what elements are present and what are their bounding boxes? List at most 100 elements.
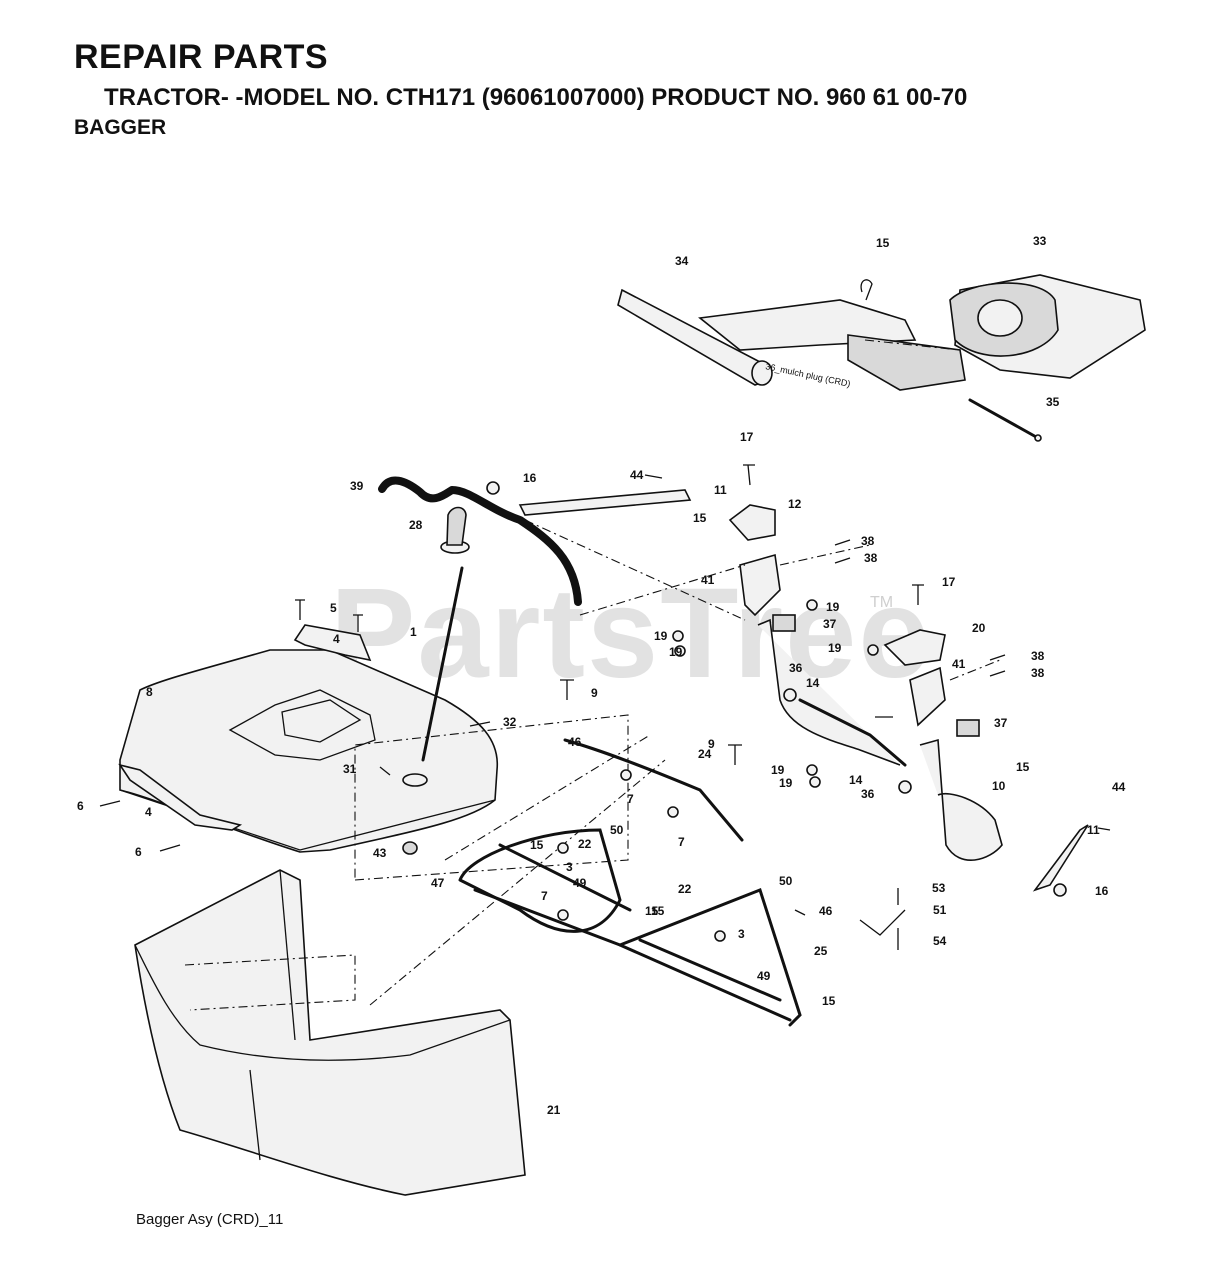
callout-7: 7 (541, 889, 548, 903)
callout-9: 9 (591, 686, 598, 700)
model-subtitle: TRACTOR- -MODEL NO. CTH171 (96061007000)… (104, 84, 968, 111)
callout-7: 7 (678, 835, 685, 849)
callout-24: 24 (698, 747, 712, 761)
callout-19: 19 (669, 645, 683, 659)
part-1-handle-rod (421, 566, 464, 762)
callout-20: 20 (972, 621, 986, 635)
watermark: PartsTree (330, 562, 932, 705)
part-21-bag (134, 869, 526, 1196)
callout-6: 6 (77, 799, 84, 813)
part-39-wire (378, 476, 582, 606)
callout-41: 41 (701, 573, 715, 587)
callout-39: 39 (350, 479, 364, 493)
callout-50: 50 (779, 874, 793, 888)
callout-15: 15 (651, 904, 665, 918)
part-37-block-a (772, 614, 796, 632)
callout-38: 38 (1031, 649, 1045, 663)
callout-1: 1 (410, 625, 417, 639)
callout-50: 50 (610, 823, 624, 837)
callout-36: 36 (789, 661, 803, 675)
callout-10: 10 (992, 779, 1006, 793)
part-12-bracket (728, 504, 776, 541)
callout-9: 9 (708, 737, 715, 751)
callout-19: 19 (779, 776, 793, 790)
alignment-lines (184, 339, 1001, 1011)
part-10-tube (798, 698, 907, 767)
callout-37: 37 (994, 716, 1008, 730)
callout-44: 44 (630, 468, 644, 482)
callout-7: 7 (627, 792, 634, 806)
callout-14: 14 (806, 676, 820, 690)
part-24-rod (563, 738, 744, 842)
part-41-bracket-b (909, 666, 946, 727)
callout-33: 33 (1033, 234, 1047, 248)
callout-16: 16 (523, 471, 537, 485)
callout-3: 3 (738, 927, 745, 941)
part-15-pin (860, 279, 873, 301)
callout-15: 15 (1016, 760, 1030, 774)
callout-53: 53 (932, 881, 946, 895)
callout-14: 14 (849, 773, 863, 787)
callout-34: 34 (675, 254, 689, 268)
callout-15: 15 (645, 904, 659, 918)
callout-11: 11 (714, 483, 727, 497)
callout-49: 49 (757, 969, 771, 983)
callout-22: 22 (578, 837, 592, 851)
callout-21: 21 (547, 1103, 561, 1117)
callout-46: 46 (819, 904, 833, 918)
part-41-bracket-a (739, 553, 781, 617)
callout-38: 38 (1031, 666, 1045, 680)
callout-4: 4 (333, 632, 340, 646)
callout-51: 51 (933, 903, 947, 917)
callout-6: 6 (135, 845, 142, 859)
callout-36: 36 (861, 787, 875, 801)
frame-assembly (458, 738, 802, 1027)
callout-22: 22 (678, 882, 692, 896)
callout-5: 5 (330, 601, 337, 615)
callout-49: 49 (573, 876, 587, 890)
callout-19: 19 (826, 600, 840, 614)
callout-8: 8 (146, 685, 153, 699)
callout-46: 46 (568, 735, 582, 749)
callout-15: 15 (876, 236, 890, 250)
callout-3: 3 (566, 860, 573, 874)
callout-19: 19 (771, 763, 785, 777)
diagram-caption: Bagger Asy (CRD)_11 (136, 1211, 284, 1228)
part-28-grip (446, 506, 467, 546)
callout-17: 17 (942, 575, 956, 589)
part-35-pin (968, 398, 1040, 440)
part-4-top-handle (293, 624, 372, 662)
callout-35: 35 (1046, 395, 1060, 409)
callout-43: 43 (373, 846, 387, 860)
callout-25: 25 (814, 944, 828, 958)
part-47-frame (458, 828, 622, 933)
callout-19: 19 (654, 629, 668, 643)
part-11-bracket-top (518, 489, 692, 516)
part-11-bracket-right (1032, 824, 1089, 892)
mulch-plug-assembly: 36_mulch plug (CRD) (617, 274, 1146, 442)
callout-38: 38 (861, 534, 875, 548)
callout-12: 12 (788, 497, 802, 511)
page-title: REPAIR PARTS (74, 38, 329, 76)
callout-47: 47 (431, 876, 445, 890)
callout-19: 19 (828, 641, 842, 655)
callout-31: 31 (343, 762, 357, 776)
mulch-note: 36_mulch plug (CRD) (765, 361, 852, 389)
callout-28: 28 (409, 518, 423, 532)
bag-lid (119, 649, 499, 853)
part-4-side-handle (118, 763, 243, 831)
callout-32: 32 (503, 715, 517, 729)
part-34-end (751, 360, 773, 386)
callout-37: 37 (823, 617, 837, 631)
watermark-tm: TM (870, 594, 894, 611)
callout-41: 41 (952, 657, 966, 671)
part-37-block-b (956, 719, 980, 737)
section-title: BAGGER (74, 116, 167, 139)
callout-54: 54 (933, 934, 947, 948)
callout-15: 15 (530, 838, 544, 852)
part-10-tube-b (919, 738, 1003, 862)
callout-15: 15 (822, 994, 836, 1008)
callout-16: 16 (1095, 884, 1109, 898)
